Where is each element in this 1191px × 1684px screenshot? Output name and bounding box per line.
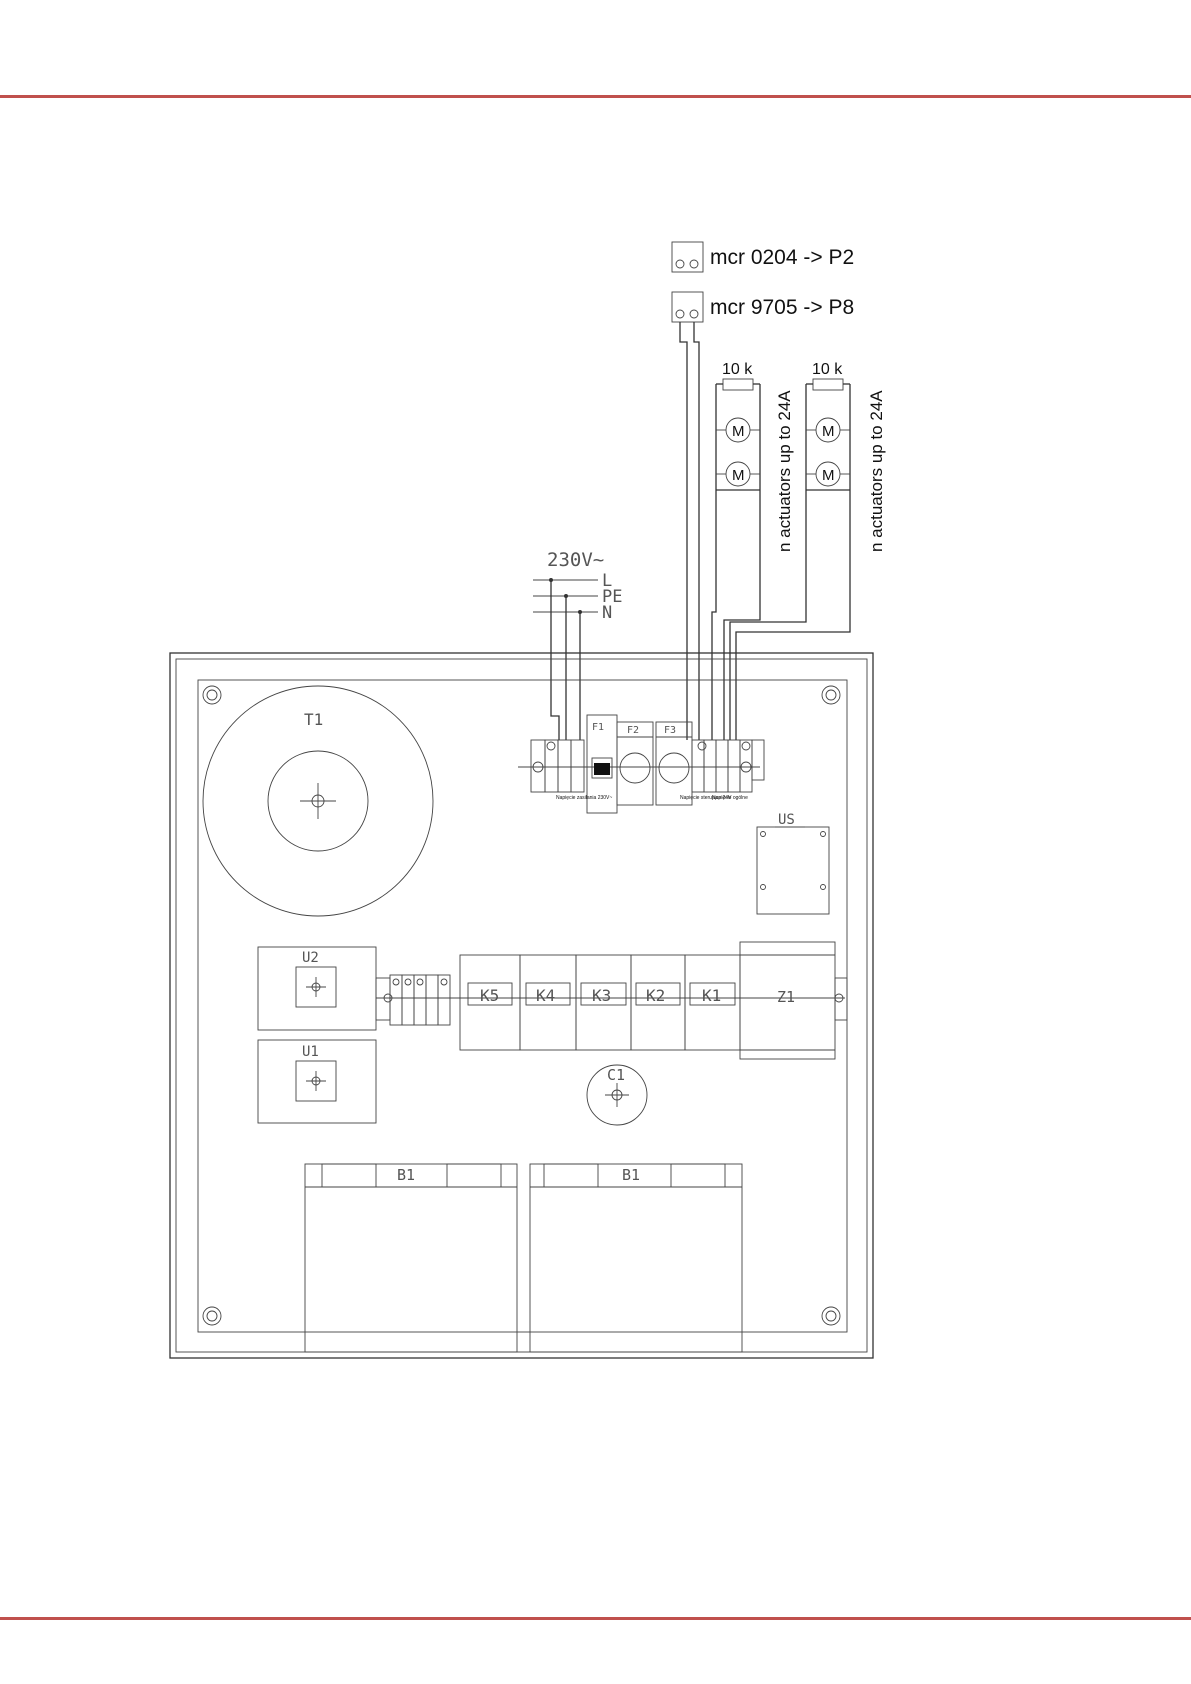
battery-label-2: B1 [622, 1166, 640, 1184]
terminal-label-3: Napięcie ogólne [712, 795, 748, 801]
svg-text:M: M [822, 423, 835, 440]
transformer-t1: T1 [203, 686, 433, 916]
mounting-screws [203, 686, 840, 1325]
fuse-label-f3: F3 [664, 725, 676, 736]
resistor-1 [723, 379, 753, 390]
connector-label-1: mcr 0204 -> P2 [710, 246, 854, 269]
actuator-branch-1: 10 k M M n actuators up to 24A [712, 361, 794, 740]
battery-label-1: B1 [397, 1166, 415, 1184]
fuse-label-f1: F1 [592, 722, 604, 733]
supply-voltage: 230V~ [547, 549, 604, 571]
mains-supply: 230V~ L PE N [533, 549, 622, 740]
u2-label: U2 [302, 950, 319, 966]
supply-N: N [602, 603, 612, 623]
terminal-label-1: Napięcie zasilania 230V~ [556, 795, 612, 801]
module-us-label: US [778, 812, 795, 828]
svg-text:M: M [822, 467, 835, 484]
relay-k1: K1 [702, 986, 721, 1005]
mounting-plate [198, 680, 847, 1332]
module-u2: U2 [258, 947, 376, 1030]
relay-k3: K3 [592, 986, 611, 1005]
svg-text:M: M [732, 467, 745, 484]
relay-k4: K4 [536, 986, 555, 1005]
module-u1: U1 [258, 1040, 376, 1123]
transformer-label: T1 [304, 710, 323, 729]
connector-label-2: mcr 9705 -> P8 [710, 296, 854, 319]
terminal-strip-top: F1 F2 F3 Napięcie zasilania 230V~ Napięc… [518, 715, 764, 813]
cabinet-enclosure [170, 653, 873, 1358]
connector-mcr-0204: mcr 0204 -> P2 [672, 242, 854, 272]
resistor-label-1: 10 k [722, 361, 753, 378]
svg-text:M: M [732, 423, 745, 440]
u1-label: U1 [302, 1044, 319, 1060]
z1-label: Z1 [777, 988, 795, 1006]
actuator-branch-2: 10 k M M n actuators up to 24A [730, 361, 886, 740]
module-z1: Z1 [740, 942, 847, 1059]
resistor-2 [813, 379, 843, 390]
connector-mcr-9705: mcr 9705 -> P8 [672, 292, 854, 322]
signal-cable [680, 322, 699, 740]
relays: K5 K4 K3 K2 K1 [460, 955, 740, 1050]
resistor-label-2: 10 k [812, 361, 843, 378]
actuator-label-2: n actuators up to 24A [867, 390, 886, 552]
battery-1: B1 [305, 1164, 517, 1352]
relay-k5: K5 [480, 986, 499, 1005]
module-us: US [757, 812, 829, 914]
actuator-label-1: n actuators up to 24A [775, 390, 794, 552]
capacitor-c1: C1 [587, 1065, 647, 1125]
capacitor-label: C1 [607, 1066, 625, 1084]
battery-2: B1 [530, 1164, 742, 1352]
relay-k2: K2 [646, 986, 665, 1005]
fuse-label-f2: F2 [627, 725, 639, 736]
